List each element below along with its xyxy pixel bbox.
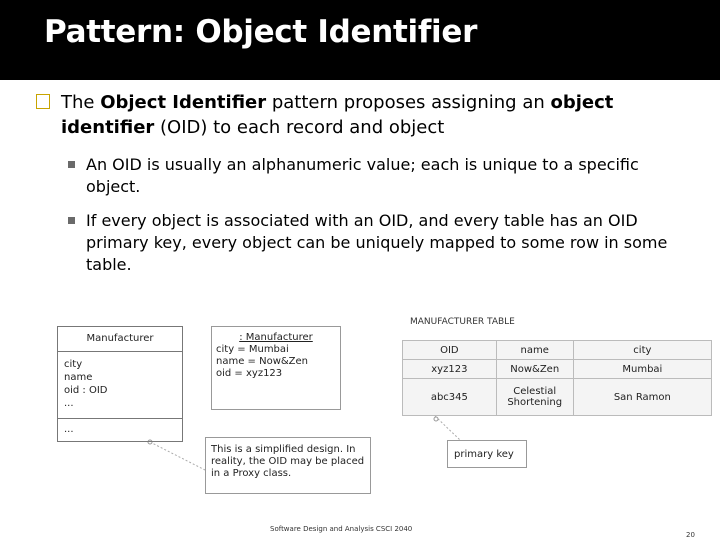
title-bar: Pattern: Object Identifier xyxy=(0,0,720,80)
sub-bullet-2-text: If every object is associated with an OI… xyxy=(86,211,668,274)
connector-end-icon xyxy=(433,416,439,422)
table-title: MANUFACTURER TABLE xyxy=(410,317,515,327)
object-name: : Manufacturer xyxy=(239,332,313,343)
table-header-cell: name xyxy=(495,339,574,361)
simplified-design-note: This is a simplified design. In reality,… xyxy=(205,437,371,494)
pk-connector xyxy=(434,415,461,441)
table-cell: Mumbai xyxy=(572,359,713,380)
bullet-intro: The xyxy=(61,92,101,113)
uml-class-operations: ... xyxy=(58,419,182,440)
object-slot: oid = xyz123 xyxy=(216,368,283,379)
table-cell: San Ramon xyxy=(572,378,713,416)
primary-key-note: primary key xyxy=(447,440,527,468)
uml-attribute: name xyxy=(64,372,93,383)
bullet-bold-object-identifier: Object Identifier xyxy=(100,92,267,113)
uml-attribute: ... xyxy=(64,398,74,409)
manufacturer-table: OID name city xyz123 Now&Zen Mumbai abc3… xyxy=(402,339,713,416)
page-number: 20 xyxy=(686,531,695,539)
object-slot: city = Mumbai xyxy=(216,344,289,355)
uml-operation: ... xyxy=(64,424,74,435)
uml-object-instance: : Manufacturer city = Mumbai name = Now&… xyxy=(211,326,341,410)
bullet-mid: pattern proposes assigning an xyxy=(266,92,551,113)
table-header-row: OID name city xyxy=(402,339,713,361)
object-slot: name = Now&Zen xyxy=(216,356,309,367)
uml-attribute: city xyxy=(64,359,83,370)
table-header-cell: OID xyxy=(402,339,497,361)
table-cell: xyz123 xyxy=(402,359,497,380)
square-bullet-icon xyxy=(68,217,75,224)
table-row: xyz123 Now&Zen Mumbai xyxy=(402,359,713,380)
uml-class-manufacturer: Manufacturer city name oid : OID ... ... xyxy=(57,326,183,442)
bullet-bold-object-identifier-term: object identifier xyxy=(61,92,614,138)
note-connector-class xyxy=(149,441,206,471)
slide-footer: Software Design and Analysis CSCI 2040 xyxy=(270,525,413,533)
table-row: abc345 Celestial Shortening San Ramon xyxy=(402,378,713,416)
table-cell: Celestial Shortening xyxy=(495,378,574,416)
uml-attribute: oid : OID xyxy=(64,385,108,396)
table-header-cell: city xyxy=(572,339,713,361)
table-cell: abc345 xyxy=(402,378,497,416)
checkbox-bullet-icon xyxy=(36,94,50,109)
uml-class-attributes: city name oid : OID ... xyxy=(58,352,182,419)
main-bullet-text: The Object Identifier pattern proposes a… xyxy=(61,90,681,140)
uml-class-name: Manufacturer xyxy=(58,327,182,352)
table-cell: Now&Zen xyxy=(495,359,574,380)
slide-title: Pattern: Object Identifier xyxy=(44,14,478,50)
square-bullet-icon xyxy=(68,161,75,168)
bullet-end: (OID) to each record and object xyxy=(154,117,445,138)
sub-bullet-1-text: An OID is usually an alphanumeric value;… xyxy=(86,155,639,196)
